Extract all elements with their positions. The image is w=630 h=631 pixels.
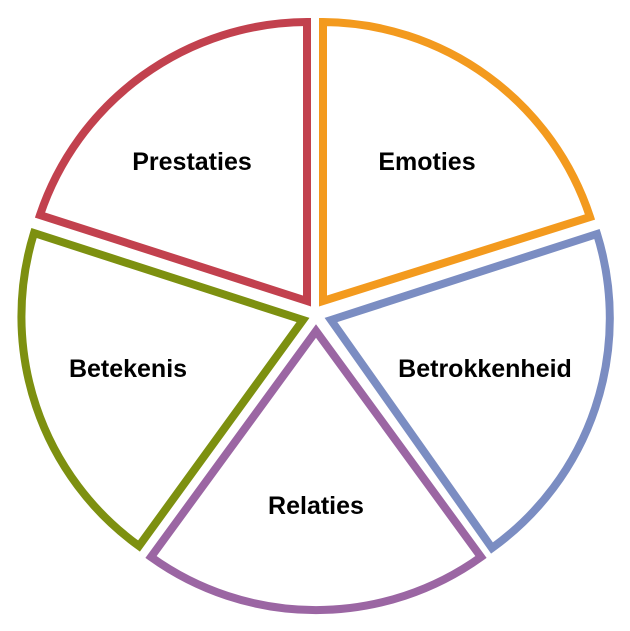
segment-betekenis: Betekenis [17,227,310,552]
segment-relaties-label: Relaties [268,492,364,520]
segment-betekenis-label: Betekenis [69,355,187,383]
segment-betrokkenheid-label: Betrokkenheid [398,355,572,383]
segment-prestaties: Prestaties [34,17,311,307]
segment-emoties: Emoties [319,17,596,307]
segment-relaties-shape [145,324,487,615]
segment-betrokkenheid-shape [324,228,614,554]
segment-relaties: Relaties [145,324,487,615]
segment-betrokkenheid: Betrokkenheid [324,228,614,554]
segment-emoties-label: Emoties [378,148,475,176]
segment-emoties-shape [319,17,596,307]
segment-prestaties-shape [34,17,311,307]
segment-betekenis-shape [17,227,310,552]
segment-prestaties-label: Prestaties [132,148,252,176]
